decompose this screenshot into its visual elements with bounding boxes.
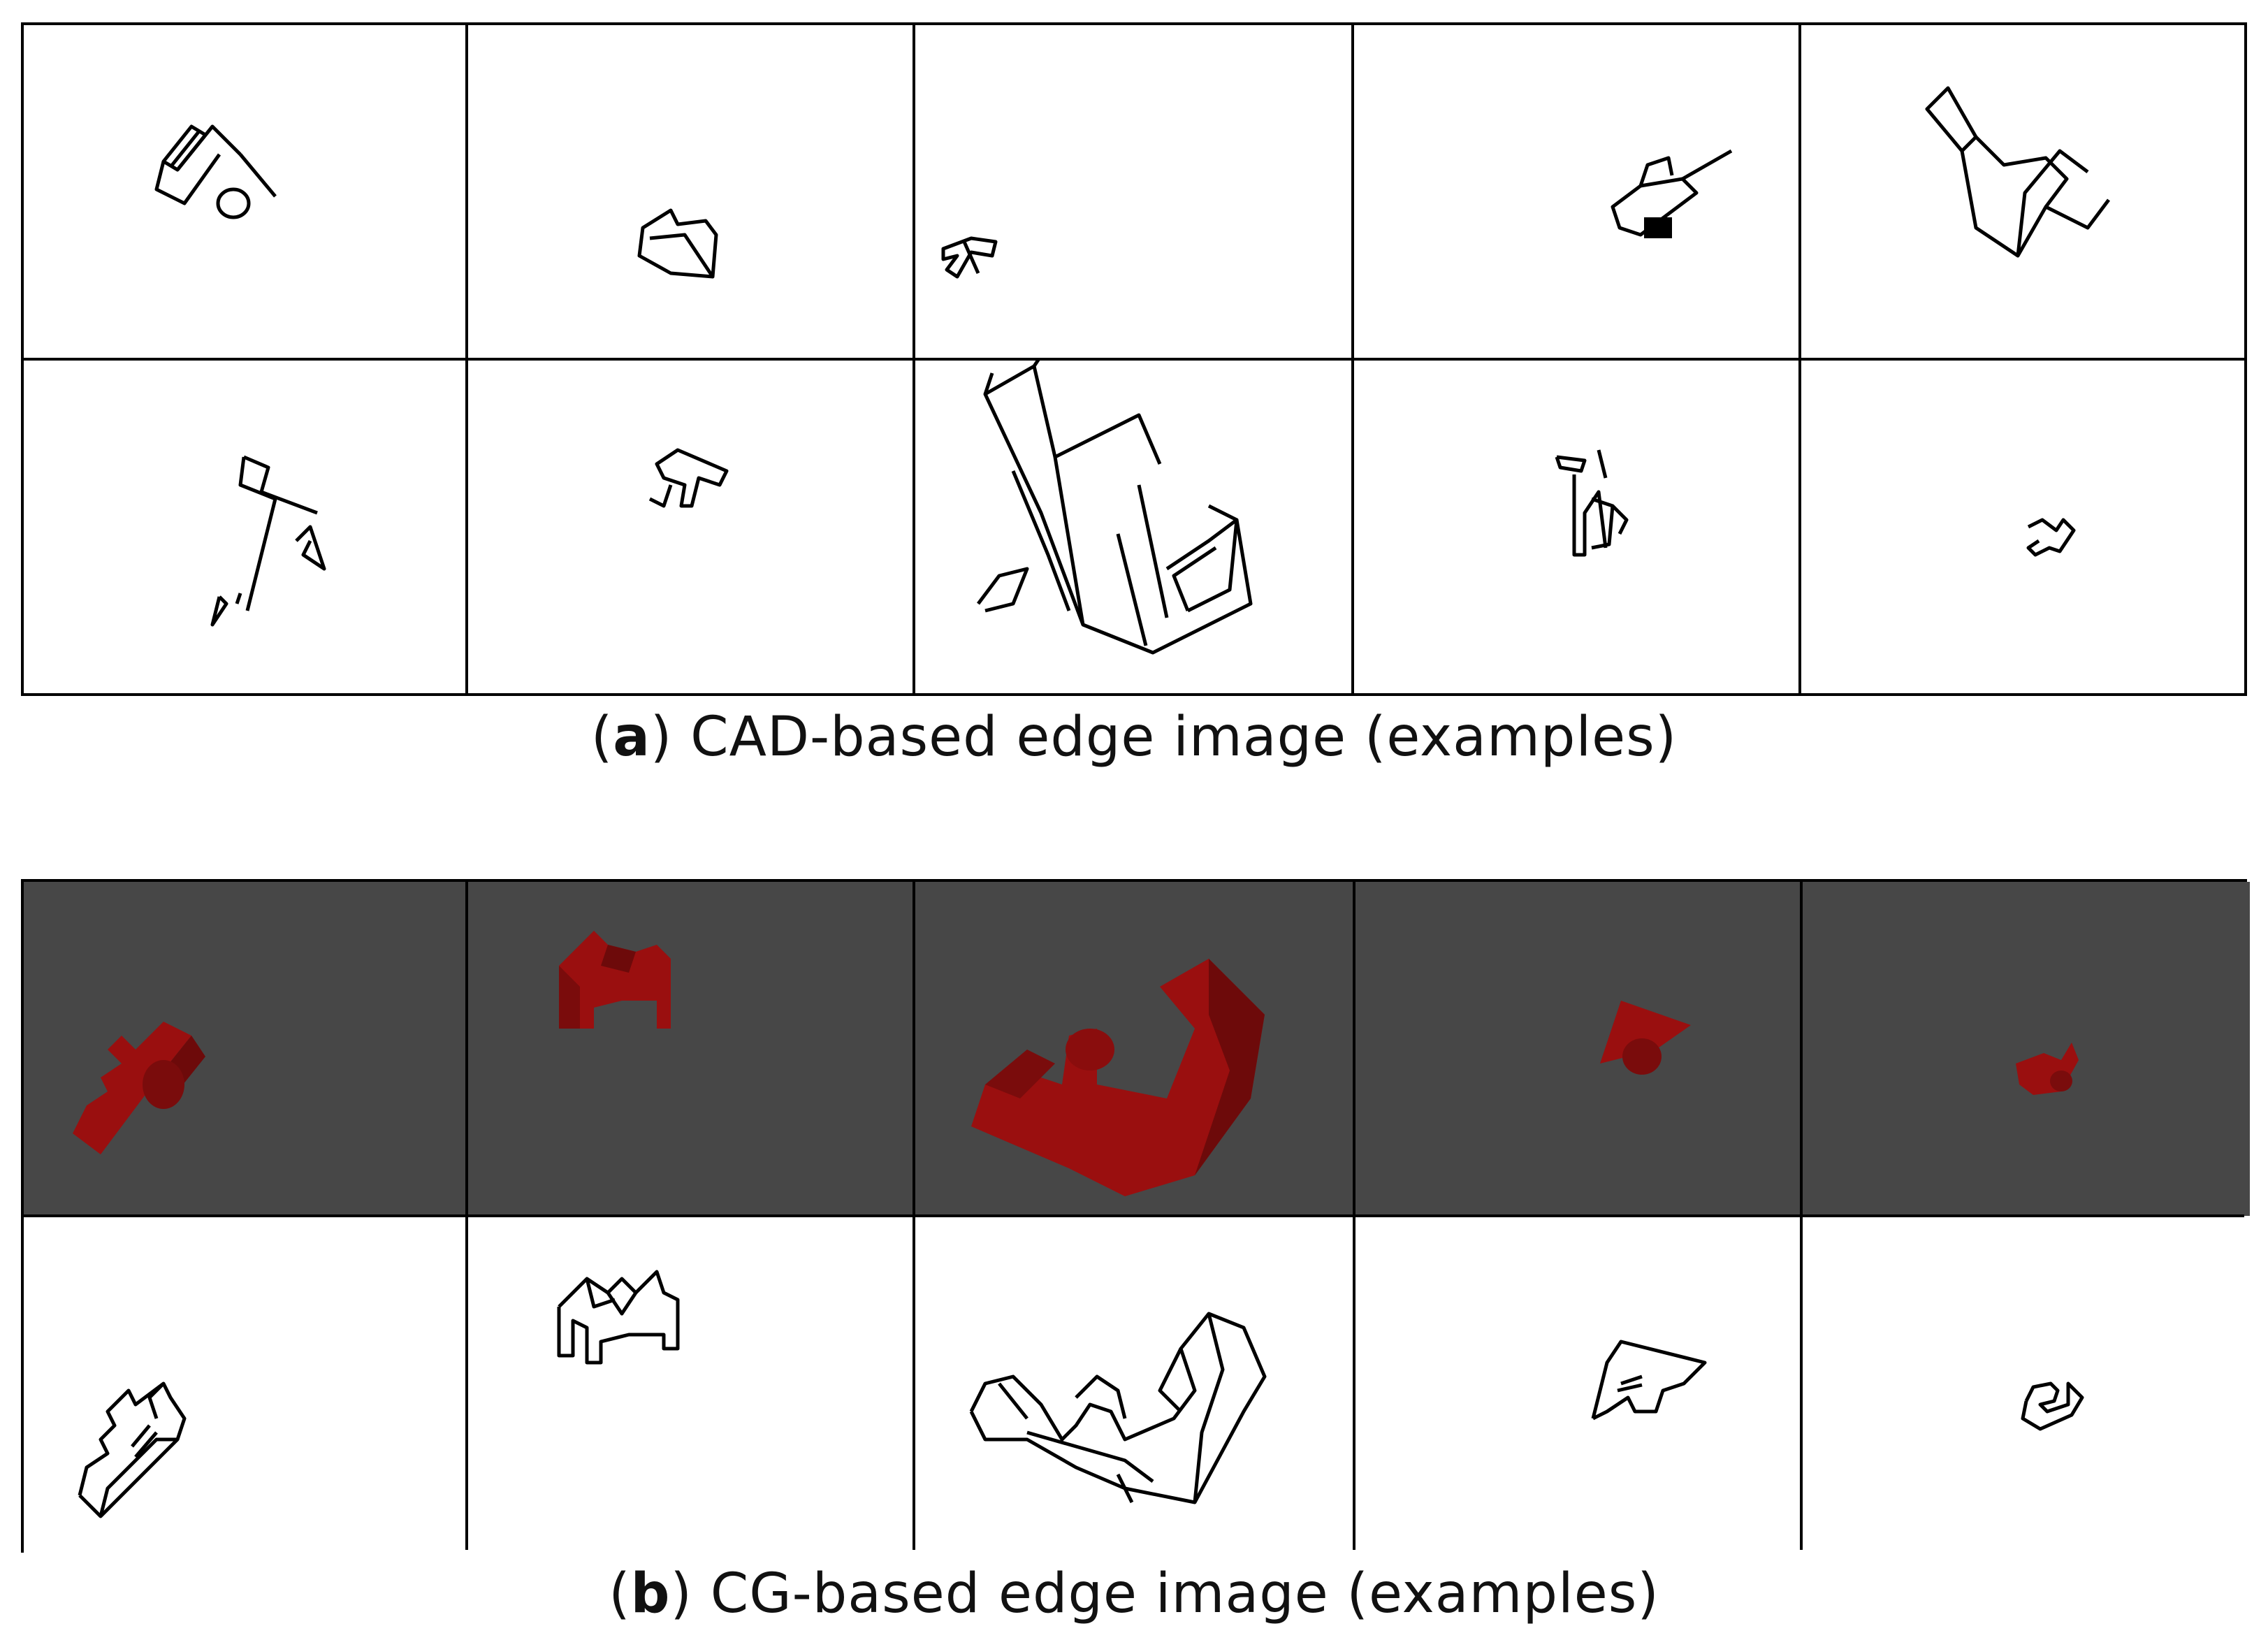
- cg-render-example-2: [468, 882, 915, 1216]
- panel-b-label: b: [630, 1562, 671, 1625]
- caption-panel-b: (b) CG-based edge image (examples): [609, 1562, 1659, 1625]
- cg-edge-example-3: [915, 1216, 1355, 1553]
- cg-render-example-1: [24, 882, 468, 1216]
- cg-edge-image-grid: [21, 879, 2250, 1553]
- cad-edge-example-5: [1801, 25, 2244, 359]
- cad-edge-example-1: [24, 25, 468, 359]
- cad-edge-example-3: [915, 25, 1354, 359]
- cad-edge-example-8: [915, 359, 1354, 696]
- cg-render-example-5: [1803, 882, 2250, 1216]
- cad-edge-example-6: [24, 359, 468, 696]
- cg-edge-example-4: [1355, 1216, 1803, 1553]
- cg-edge-example-5: [1803, 1216, 2250, 1553]
- cg-edge-example-2: [468, 1216, 915, 1553]
- cad-edge-example-10: [1801, 359, 2244, 696]
- panel-a-label: a: [613, 706, 650, 769]
- cad-edge-example-2: [468, 25, 915, 359]
- panel-a-caption: ) CAD-based edge image (examples): [650, 706, 1678, 769]
- cad-edge-image-grid: [21, 22, 2247, 696]
- cad-edge-example-4: [1354, 25, 1801, 359]
- panel-b-caption: ) CG-based edge image (examples): [670, 1562, 1659, 1625]
- cg-render-example-3: [915, 882, 1355, 1216]
- cad-edge-example-7: [468, 359, 915, 696]
- cad-edge-example-9: [1354, 359, 1801, 696]
- caption-panel-a: (a) CAD-based edge image (examples): [590, 706, 1678, 769]
- cg-edge-example-1: [24, 1216, 468, 1553]
- cg-render-example-4: [1355, 882, 1803, 1216]
